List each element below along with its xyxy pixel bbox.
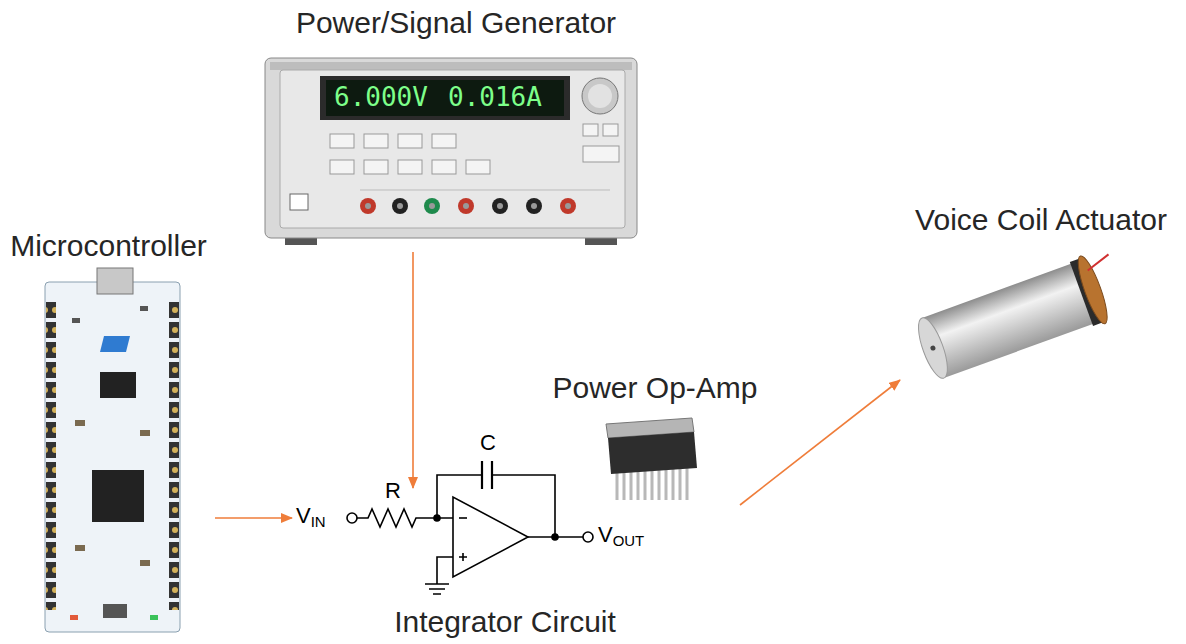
signal-arrow [215,517,292,519]
power-opamp-chip-part [608,432,697,474]
microcontroller-board-part [140,430,150,436]
power-supply-illustration-part [458,198,474,214]
microcontroller-board-part [100,336,130,352]
power-supply-illustration [265,58,637,245]
microcontroller-board-part [46,300,56,610]
power-supply-illustration-part [492,198,508,214]
component-label: C [480,432,496,454]
power-opamp-chip [606,418,697,500]
integrator-schematic-part [528,536,583,538]
voice-coil-actuator-illustration-part [922,263,1094,378]
integrator-schematic-part [453,497,528,577]
microcontroller-board-part [70,615,78,620]
node-heading: Microcontroller [10,228,207,264]
signal-arrow [412,252,414,488]
device-group: Microcontroller [2,228,215,635]
node-heading: Power/Signal Generator [296,5,616,41]
power-supply-illustration-part [364,134,388,148]
power-supply-illustration-part [397,203,403,209]
voice-coil-actuator-illustration [911,247,1130,385]
power-supply-illustration-part [364,160,388,174]
integrator-schematic-part [459,553,467,561]
power-supply-illustration-part [432,160,456,174]
microcontroller-board-part [45,282,180,632]
integrator-schematic-part [583,532,593,542]
power-supply-illustration-part [365,203,371,209]
microcontroller-board-part [140,560,150,566]
microcontroller-board-part [150,615,158,620]
integrator-schematic-part [437,557,453,584]
symbol-subscript: IN [311,513,326,530]
power-supply-illustration-part [582,78,618,114]
device-group: Power/Signal Generator [262,5,650,252]
display-reading: 0.016A [448,84,542,110]
display-reading: 6.000V [334,84,428,110]
integrator-schematic-part [425,584,449,594]
voice-coil-actuator-illustration-part [913,315,954,382]
power-supply-illustration-part [526,198,542,214]
voice-coil-actuator-illustration-part [1085,254,1111,270]
power-supply-illustration-part [497,203,503,209]
circuit-group: Integrator Circuit [292,488,718,640]
power-supply-illustration-part [392,198,408,214]
component-label: R [385,480,401,502]
symbol-subscript: OUT [613,532,645,549]
power-supply-illustration-part [265,58,637,238]
voice-coil-actuator-illustration-part [1073,253,1113,326]
power-supply-illustration-part [531,203,537,209]
signal-name: VIN [296,505,326,527]
device-group: Voice Coil Actuator [900,202,1182,390]
power-supply-illustration-part [280,70,625,228]
power-supply-illustration-part [360,190,610,191]
power-supply-illustration-part [398,160,422,174]
power-supply-illustration-part [432,134,456,148]
integrator-schematic-part [347,513,357,523]
power-supply-illustration-part [330,160,354,174]
microcontroller-board-part [140,306,148,311]
signal-name: VOUT [598,524,644,546]
microcontroller-board [45,268,180,632]
microcontroller-board-part [75,420,85,426]
power-supply-illustration-part [560,198,576,214]
integrator-schematic-part [459,517,467,519]
power-supply-illustration-part [290,194,308,210]
voice-coil-actuator-illustration-part [930,345,936,351]
power-supply-illustration-part [466,160,490,174]
microcontroller-board-part [103,604,127,618]
power-supply-illustration-part [270,62,632,70]
signal-arrow [740,380,900,505]
power-supply-illustration-part [398,134,422,148]
symbol-letter: V [598,522,613,547]
microcontroller-board-part [169,300,179,610]
microcontroller-board-part [100,372,136,398]
microcontroller-board-part [92,470,144,522]
power-supply-illustration-part [588,84,612,108]
power-supply-illustration-part [330,134,354,148]
microcontroller-board-part [75,545,85,551]
power-supply-illustration-part [565,203,571,209]
microcontroller-board-part [72,318,80,323]
power-supply-illustration-part [583,124,598,136]
power-supply-illustration-part [429,203,435,209]
power-supply-illustration-part [583,146,619,162]
device-group: Power Op-Amp [535,370,775,505]
power-supply-illustration-part [463,203,469,209]
power-supply-illustration-part [603,124,618,136]
symbol-letter: V [296,503,311,528]
power-supply-illustration-part [320,76,570,120]
node-heading: Integrator Circuit [394,604,616,640]
power-supply-illustration-part [326,80,564,116]
integrator-schematic-part [357,509,453,527]
integrator-schematic [347,461,593,594]
node-heading: Voice Coil Actuator [915,202,1167,238]
power-supply-illustration-part [360,198,376,214]
integrator-schematic-part [482,461,492,489]
power-supply-illustration-part [424,198,440,214]
node-heading: Power Op-Amp [552,370,757,406]
microcontroller-board-part [97,268,133,294]
